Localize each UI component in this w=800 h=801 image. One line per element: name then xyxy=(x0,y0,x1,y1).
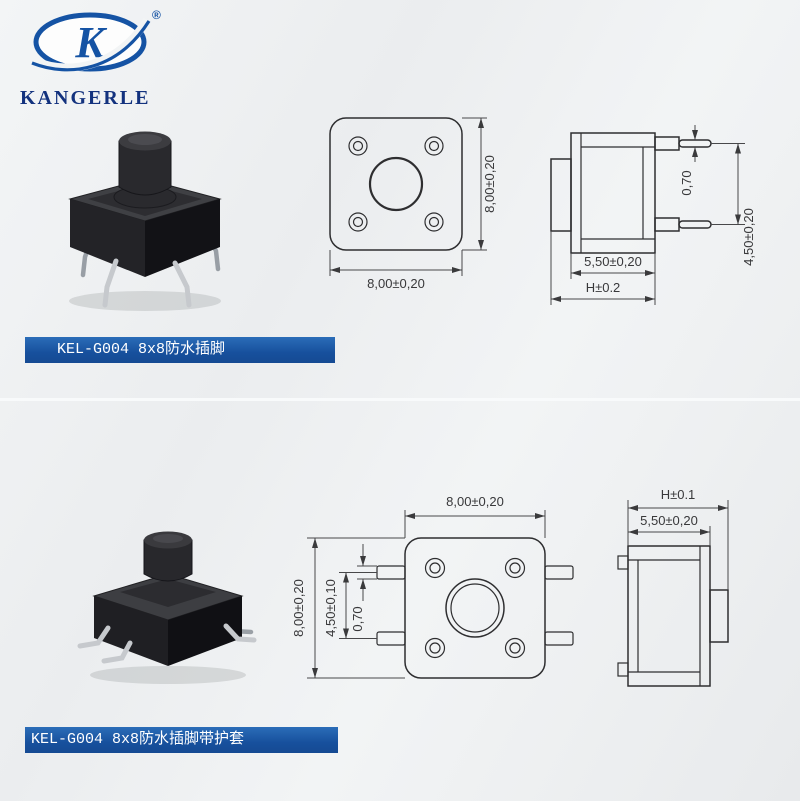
switch-body xyxy=(68,178,222,277)
dim-pin-diameter-label: 0,70 xyxy=(679,170,694,195)
button-circle xyxy=(445,578,505,638)
logo-mark: K ® xyxy=(30,8,161,72)
dim-total-height-label: H±0.2 xyxy=(586,280,621,295)
product1-photo xyxy=(68,131,222,311)
switch-pins-front xyxy=(102,258,192,308)
switch-body xyxy=(92,573,244,666)
logo-swoosh xyxy=(31,20,151,72)
photo-shadow xyxy=(90,666,246,684)
dim-pin-spacing-label: 4,50±0,20 xyxy=(741,208,756,266)
switch-cap xyxy=(143,531,193,582)
product1-side-view: 0,70 4,50±0,20 5,50±0,20 H±0.2 xyxy=(550,125,756,305)
dim-height-label: 8,00±0,20 xyxy=(482,155,497,213)
dim-width-label: 8,00±0,20 xyxy=(446,494,504,509)
registered-mark: ® xyxy=(152,8,161,22)
top-view-dimensions: 8,00±0,20 8,00±0,20 xyxy=(329,117,497,291)
product1-label: KEL-G004 8x8防水插脚 xyxy=(25,337,335,363)
button-circle xyxy=(368,156,424,212)
product2-top-view: 8,00±0,20 8,00±0,20 4,50±0,10 0,70 xyxy=(291,494,574,679)
product2-photo xyxy=(77,531,257,684)
brand-name: KANGERLE xyxy=(20,87,151,109)
product1-top-view: 8,00±0,20 8,00±0,20 xyxy=(329,117,497,291)
switch-cap xyxy=(118,131,172,196)
dim-pin-spacing-label: 4,50±0,10 xyxy=(323,579,338,637)
dim-width-label: 8,00±0,20 xyxy=(367,276,425,291)
product2-label: KEL-G004 8x8防水插脚带护套 xyxy=(25,727,338,753)
product2-side-view: H±0.1 5,50±0,20 xyxy=(617,487,729,687)
top-view-outline xyxy=(329,117,463,251)
dim-height-label: 8,00±0,20 xyxy=(291,579,306,637)
section-divider xyxy=(0,398,800,401)
side-view-dimensions: 0,70 4,50±0,20 5,50±0,20 H±0.2 xyxy=(550,125,756,305)
side-view-dimensions: H±0.1 5,50±0,20 xyxy=(627,487,729,590)
logo-swoosh-gap xyxy=(30,17,151,72)
top-view-dimensions: 8,00±0,20 8,00±0,20 4,50±0,10 0,70 xyxy=(291,494,546,679)
brand-logo: K ® KANGERLE xyxy=(20,6,200,110)
switch-pins-front xyxy=(77,623,257,664)
dim-body-width-label: 5,50±0,20 xyxy=(640,513,698,528)
photo-shadow xyxy=(69,291,221,311)
dim-pin-diameter-label: 0,70 xyxy=(350,606,365,631)
dim-total-height-label: H±0.1 xyxy=(661,487,696,502)
side-view-outline xyxy=(617,545,729,687)
dim-body-width-label: 5,50±0,20 xyxy=(584,254,642,269)
top-view-outline xyxy=(376,537,574,679)
